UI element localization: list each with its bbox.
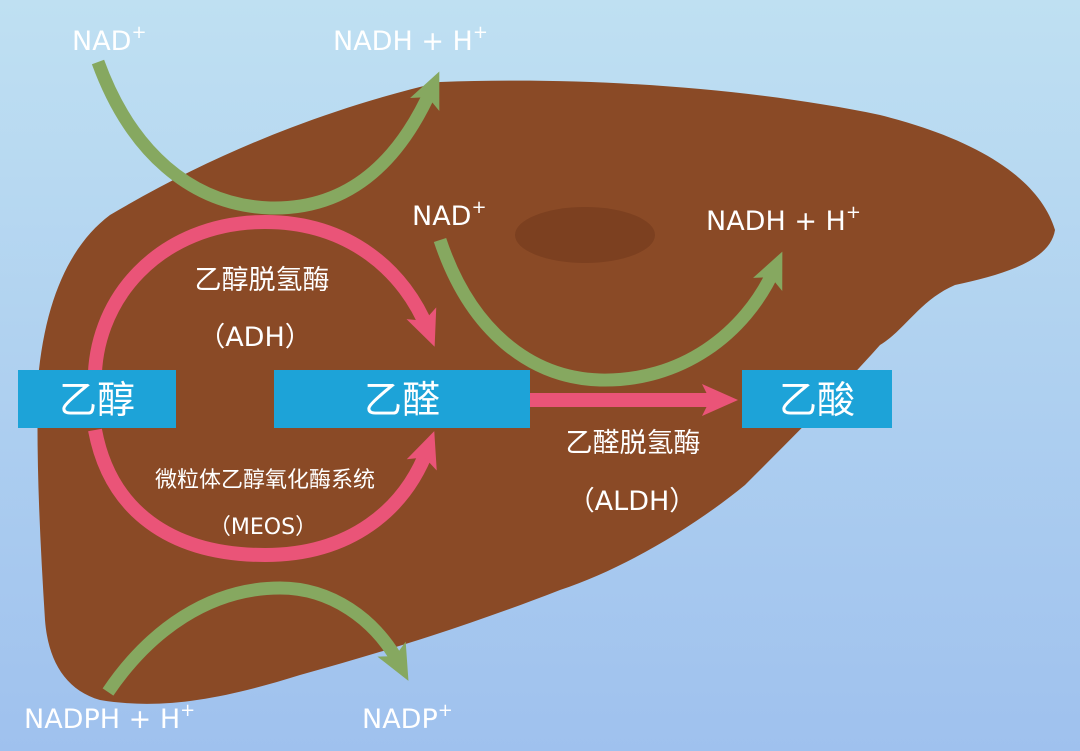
pink-arrow-adh	[87, 214, 437, 391]
green-arrow-top	[91, 59, 440, 215]
meos-name: 微粒体乙醇氧化酶系统	[155, 468, 375, 493]
cofactor-top-out: NADH + H+	[333, 22, 488, 57]
acetic-acid-label: 乙酸	[779, 378, 855, 422]
green-arrow-middle	[433, 237, 783, 387]
ethanol-label: 乙醇	[59, 378, 135, 422]
cofactor-bottom-in-sup: +	[180, 700, 195, 721]
meos-abbr: （MEOS）	[209, 515, 317, 540]
cofactor-top-in-sup: +	[131, 22, 146, 43]
cofactor-top-out-sup: +	[473, 22, 488, 43]
acetaldehyde-label: 乙醛	[364, 378, 440, 422]
liver-shadow	[515, 207, 655, 263]
cofactor-bottom-out-base: NADP	[362, 704, 438, 735]
cofactor-top-out-base: NADH + H	[333, 26, 473, 57]
pink-arrow-meos	[88, 428, 437, 563]
cofactor-bottom-out: NADP+	[362, 700, 453, 735]
box-acetic-acid	[742, 370, 892, 428]
cofactor-mid-in: NAD+	[412, 197, 487, 232]
box-ethanol	[18, 370, 176, 428]
cofactor-top-in-base: NAD	[72, 26, 131, 57]
aldh-name: 乙醛脱氢酶	[566, 428, 701, 459]
cofactor-mid-in-sup: +	[471, 197, 486, 218]
cofactor-top-in: NAD+	[72, 22, 147, 57]
green-arrow-bottom	[102, 581, 409, 696]
adh-abbr: （ADH）	[198, 322, 312, 353]
cofactor-mid-in-base: NAD	[412, 201, 471, 232]
adh-name: 乙醇脱氢酶	[195, 265, 330, 296]
cofactor-bottom-out-sup: +	[438, 700, 453, 721]
cofactor-bottom-in: NADPH + H+	[24, 700, 195, 735]
cofactor-mid-out-sup: +	[846, 202, 861, 223]
box-acetaldehyde	[274, 370, 530, 428]
aldh-abbr: （ALDH）	[568, 486, 697, 517]
cofactor-mid-out-base: NADH + H	[706, 206, 846, 237]
cofactor-mid-out: NADH + H+	[706, 202, 861, 237]
cofactor-bottom-in-base: NADPH + H	[24, 704, 180, 735]
